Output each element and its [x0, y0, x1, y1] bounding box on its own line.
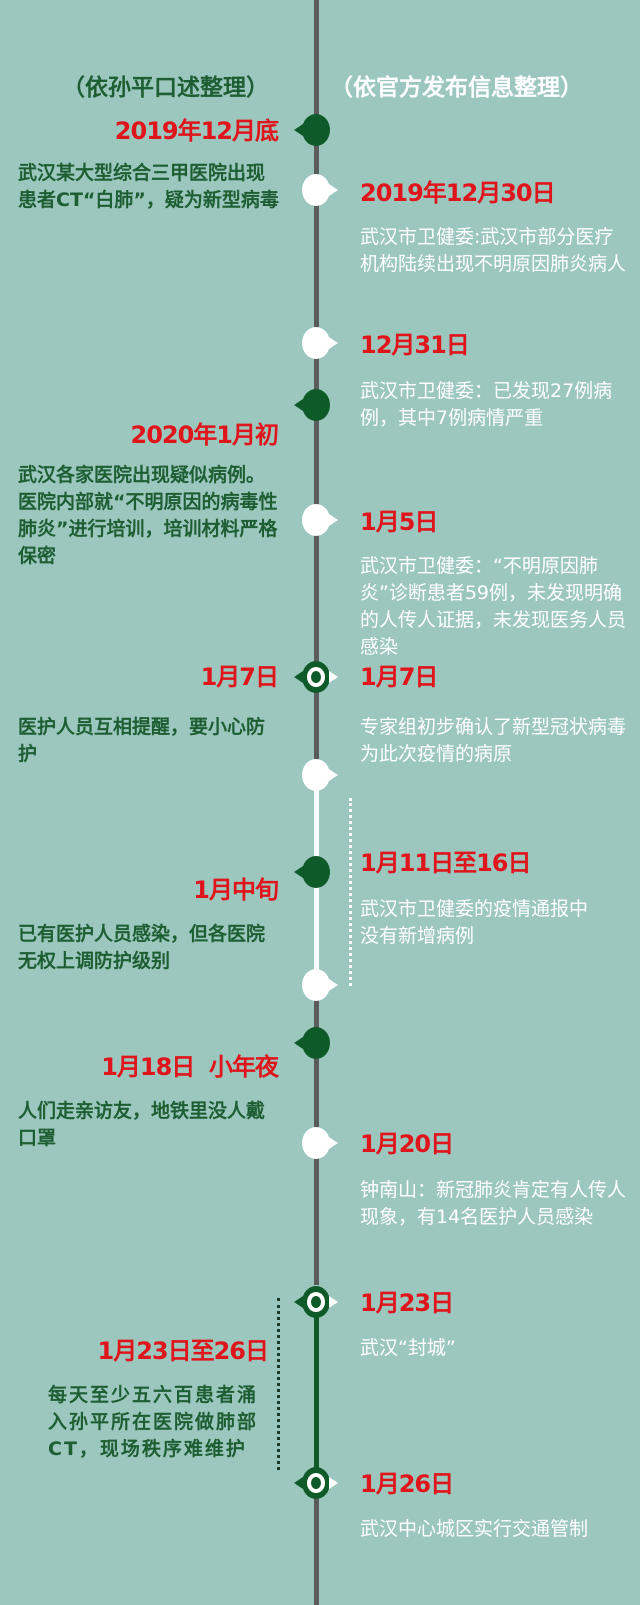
timeline-node-white	[302, 504, 338, 536]
right-event-text: 武汉中心城区实行交通管制	[360, 1518, 589, 1540]
right-event-date: 1月11日至16日	[360, 849, 531, 877]
timeline-node-dark	[294, 1027, 330, 1059]
left-event-date: 1月7日	[200, 663, 279, 691]
right-event-text: 专家组初步确认了新型冠状病毒为此次疫情的病原	[360, 716, 627, 765]
left-event-text: 每天至少五六百患者涌入孙平所在医院做肺部CT，现场秩序难维护	[48, 1384, 259, 1460]
left-event-date: 2020年1月初	[130, 421, 279, 449]
right-event-text: 钟南山：新冠肺炎肯定有人传人现象，有14名医护人员感染	[360, 1179, 627, 1228]
timeline-node-white	[302, 969, 338, 1001]
left-event-text: 已有医护人员感染，但各医院无权上调防护级别	[18, 923, 266, 972]
right-event-date: 1月7日	[360, 663, 438, 691]
timeline-node-ring	[294, 1467, 338, 1499]
right-event-date: 1月5日	[360, 508, 438, 536]
left-event-date: 1月中旬	[193, 876, 279, 904]
timeline-node-dark	[294, 856, 330, 888]
timeline-node-dark	[294, 114, 330, 146]
right-event-date: 1月23日	[360, 1289, 454, 1317]
timeline-node-ring	[294, 1286, 338, 1318]
left-event-date: 1月23日至26日	[97, 1337, 269, 1365]
range-dotted-line-official	[349, 798, 352, 986]
left-event-text: 医护人员互相提醒，要小心防护	[18, 716, 266, 765]
range-dotted-line-sunping	[277, 1298, 280, 1470]
right-event-text: 武汉市卫健委：已发现27例病例，其中7例病情严重	[360, 380, 613, 429]
left-event-date: 2019年12月底	[114, 117, 279, 145]
left-column-header: （依孙平口述整理）	[62, 75, 269, 101]
right-event-date: 1月20日	[360, 1130, 454, 1158]
left-event-text: 人们走亲访友，地铁里没人戴口罩	[18, 1100, 266, 1149]
left-event-date: 1月18日 小年夜	[101, 1053, 279, 1081]
right-event-text: 武汉市卫健委的疫情通报中没有新增病例	[360, 898, 589, 947]
right-event-text: 武汉市卫健委：“不明原因肺炎”诊断患者59例，未发现明确的人传人证据，未发现医务…	[360, 555, 627, 658]
timeline-node-white	[302, 1127, 338, 1159]
right-column-header: （依官方发布信息整理）	[330, 75, 583, 101]
left-event-text: 武汉各家医院出现疑似病例。医院内部就“不明原因的病毒性肺炎”进行培训，培训材料严…	[18, 464, 278, 567]
right-event-text: 武汉“封城”	[360, 1337, 456, 1359]
timeline-node-white	[302, 174, 338, 206]
timeline-line-green	[314, 1300, 319, 1485]
left-event-text: 武汉某大型综合三甲医院出现患者CT“白肺”，疑为新型病毒	[18, 162, 279, 211]
timeline-node-white	[302, 759, 338, 791]
right-event-text: 武汉市卫健委:武汉市部分医疗机构陆续出现不明原因肺炎病人	[360, 226, 627, 275]
timeline-node-ring	[294, 661, 338, 693]
timeline-node-white	[302, 327, 338, 359]
timeline-line-gray	[314, 1485, 319, 1605]
timeline-node-dark	[294, 389, 330, 421]
right-event-date: 2019年12月30日	[360, 179, 556, 207]
right-event-date: 12月31日	[360, 331, 470, 359]
right-event-date: 1月26日	[360, 1470, 454, 1498]
